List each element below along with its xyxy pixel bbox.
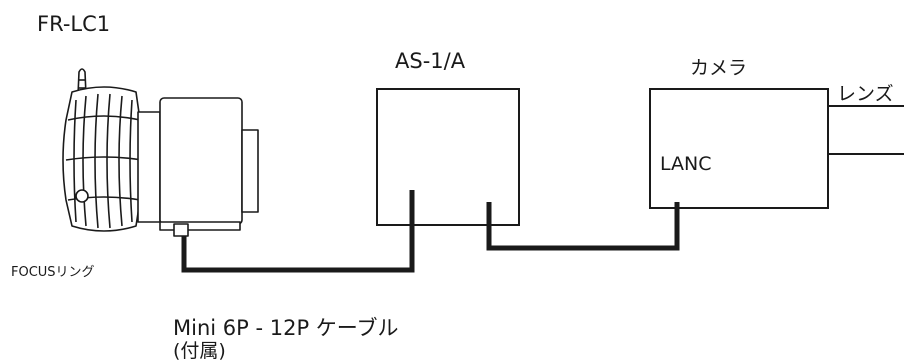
focus-ring-label: FOCUSリング: [11, 265, 95, 280]
lens-label: レンズ: [837, 83, 894, 105]
knob-ridge-6: [129, 99, 133, 223]
lanc-cable: [486, 202, 680, 251]
knob-ridge-5: [118, 95, 123, 227]
knob-screw-icon: [75, 189, 89, 203]
cable-label: Mini 6P - 12P ケーブル: [173, 316, 399, 340]
lanc-label: LANC: [660, 153, 712, 175]
knob-ridge-3: [94, 93, 99, 229]
knob-ridge-2: [82, 95, 87, 227]
camera-label: カメラ: [690, 57, 748, 79]
fr-lc1-label: FR-LC1: [37, 12, 111, 36]
knob-ridge-4: [106, 93, 111, 229]
motor-base: [159, 221, 241, 231]
cable-connector: [173, 223, 189, 237]
as-1a-label: AS-1/A: [395, 49, 466, 73]
motor-side-plate: [241, 129, 259, 213]
motor-body: [159, 97, 243, 225]
knob-groove-1: [67, 115, 141, 121]
knob-groove-2: [65, 156, 143, 161]
as-1a-box: [376, 88, 520, 226]
fr-lc1-device-illustration: [62, 68, 259, 237]
knob-groove-3: [67, 196, 141, 201]
mini-6p-12p-cable: [181, 190, 415, 273]
knob-ridge-1: [73, 99, 77, 223]
camera-box: [649, 88, 829, 209]
coupling-collar: [137, 111, 161, 223]
cable-note-label: (付属): [173, 340, 226, 362]
